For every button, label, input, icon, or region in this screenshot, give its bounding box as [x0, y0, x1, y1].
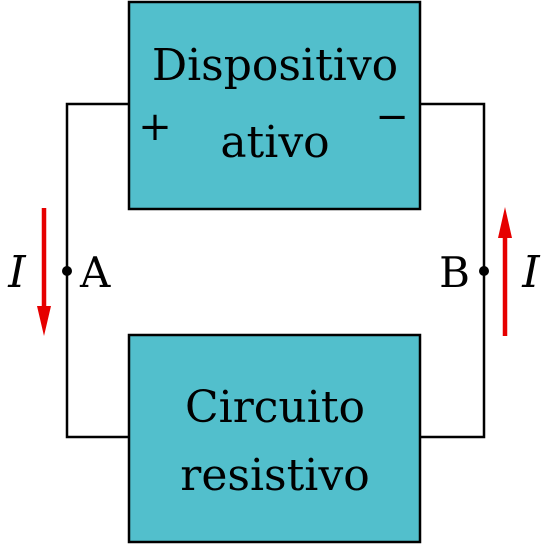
node-a-dot [62, 266, 72, 276]
node-b-label: B [439, 248, 470, 297]
left-current-label: I [7, 247, 27, 298]
active-device-label-line2: ativo [220, 117, 329, 168]
right-current-label: I [521, 247, 541, 298]
node-a-label: A [79, 248, 111, 297]
left-current-arrow [37, 208, 51, 336]
minus-terminal-sign: − [375, 94, 409, 140]
resistive-circuit-box [127, 333, 422, 544]
resistive-circuit-label-line2: resistivo [180, 450, 369, 501]
resistive-circuit-label-line1: Circuito [185, 382, 365, 433]
active-device-label-line1: Dispositivo [152, 40, 398, 91]
active-device-box [127, 0, 422, 211]
node-b-dot [479, 266, 489, 276]
right-current-arrow [498, 207, 512, 336]
plus-terminal-sign: + [138, 104, 172, 150]
